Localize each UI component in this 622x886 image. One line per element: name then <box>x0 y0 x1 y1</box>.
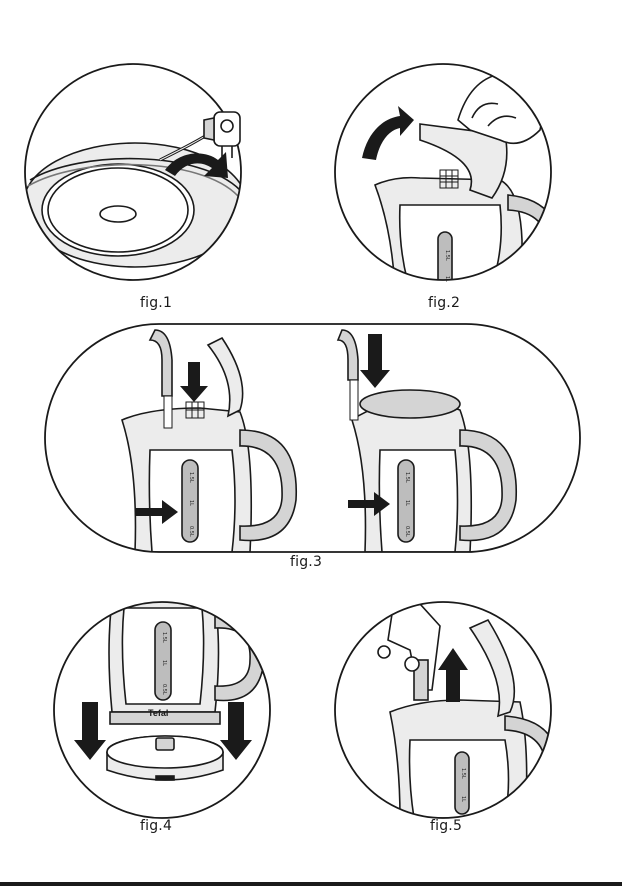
gauge-mark: 1.5L <box>444 250 450 261</box>
gauge-mark: 1.5L <box>404 472 410 483</box>
gauge-mark: 1.5L <box>460 768 466 779</box>
fig3-illustration <box>45 324 580 552</box>
fig1-caption: fig.1 <box>140 295 172 311</box>
gauge-mark: 1.5L <box>161 632 167 643</box>
down-arrow-icon <box>220 702 252 760</box>
gauge-mark: 1L <box>161 660 167 666</box>
fig1-illustration <box>23 64 247 280</box>
fig5-caption: fig.5 <box>430 818 462 834</box>
gauge-mark: 1L <box>444 276 450 282</box>
bottom-rule <box>0 882 622 886</box>
brand-logo: Tefal <box>148 708 168 718</box>
fig5-illustration <box>335 602 558 818</box>
gauge-mark: 1L <box>404 500 410 506</box>
down-arrow-icon <box>360 334 390 388</box>
fig3-caption: fig.3 <box>290 554 322 570</box>
fig4-caption: fig.4 <box>140 818 172 834</box>
gauge-mark: 0.5L <box>404 526 410 537</box>
plug-icon <box>204 112 240 160</box>
gauge-mark: 0.5L <box>188 526 194 537</box>
gauge-mark: 0.5L <box>161 684 167 695</box>
curved-arrow-icon <box>362 106 414 160</box>
gauge-mark: 1L <box>460 796 466 802</box>
down-arrow-icon <box>180 362 208 402</box>
fig2-caption: fig.2 <box>428 295 460 311</box>
gauge-mark: 1.5L <box>188 472 194 483</box>
up-arrow-icon <box>438 648 468 702</box>
gauge-mark: 1L <box>188 500 194 506</box>
down-arrow-icon <box>74 702 106 760</box>
